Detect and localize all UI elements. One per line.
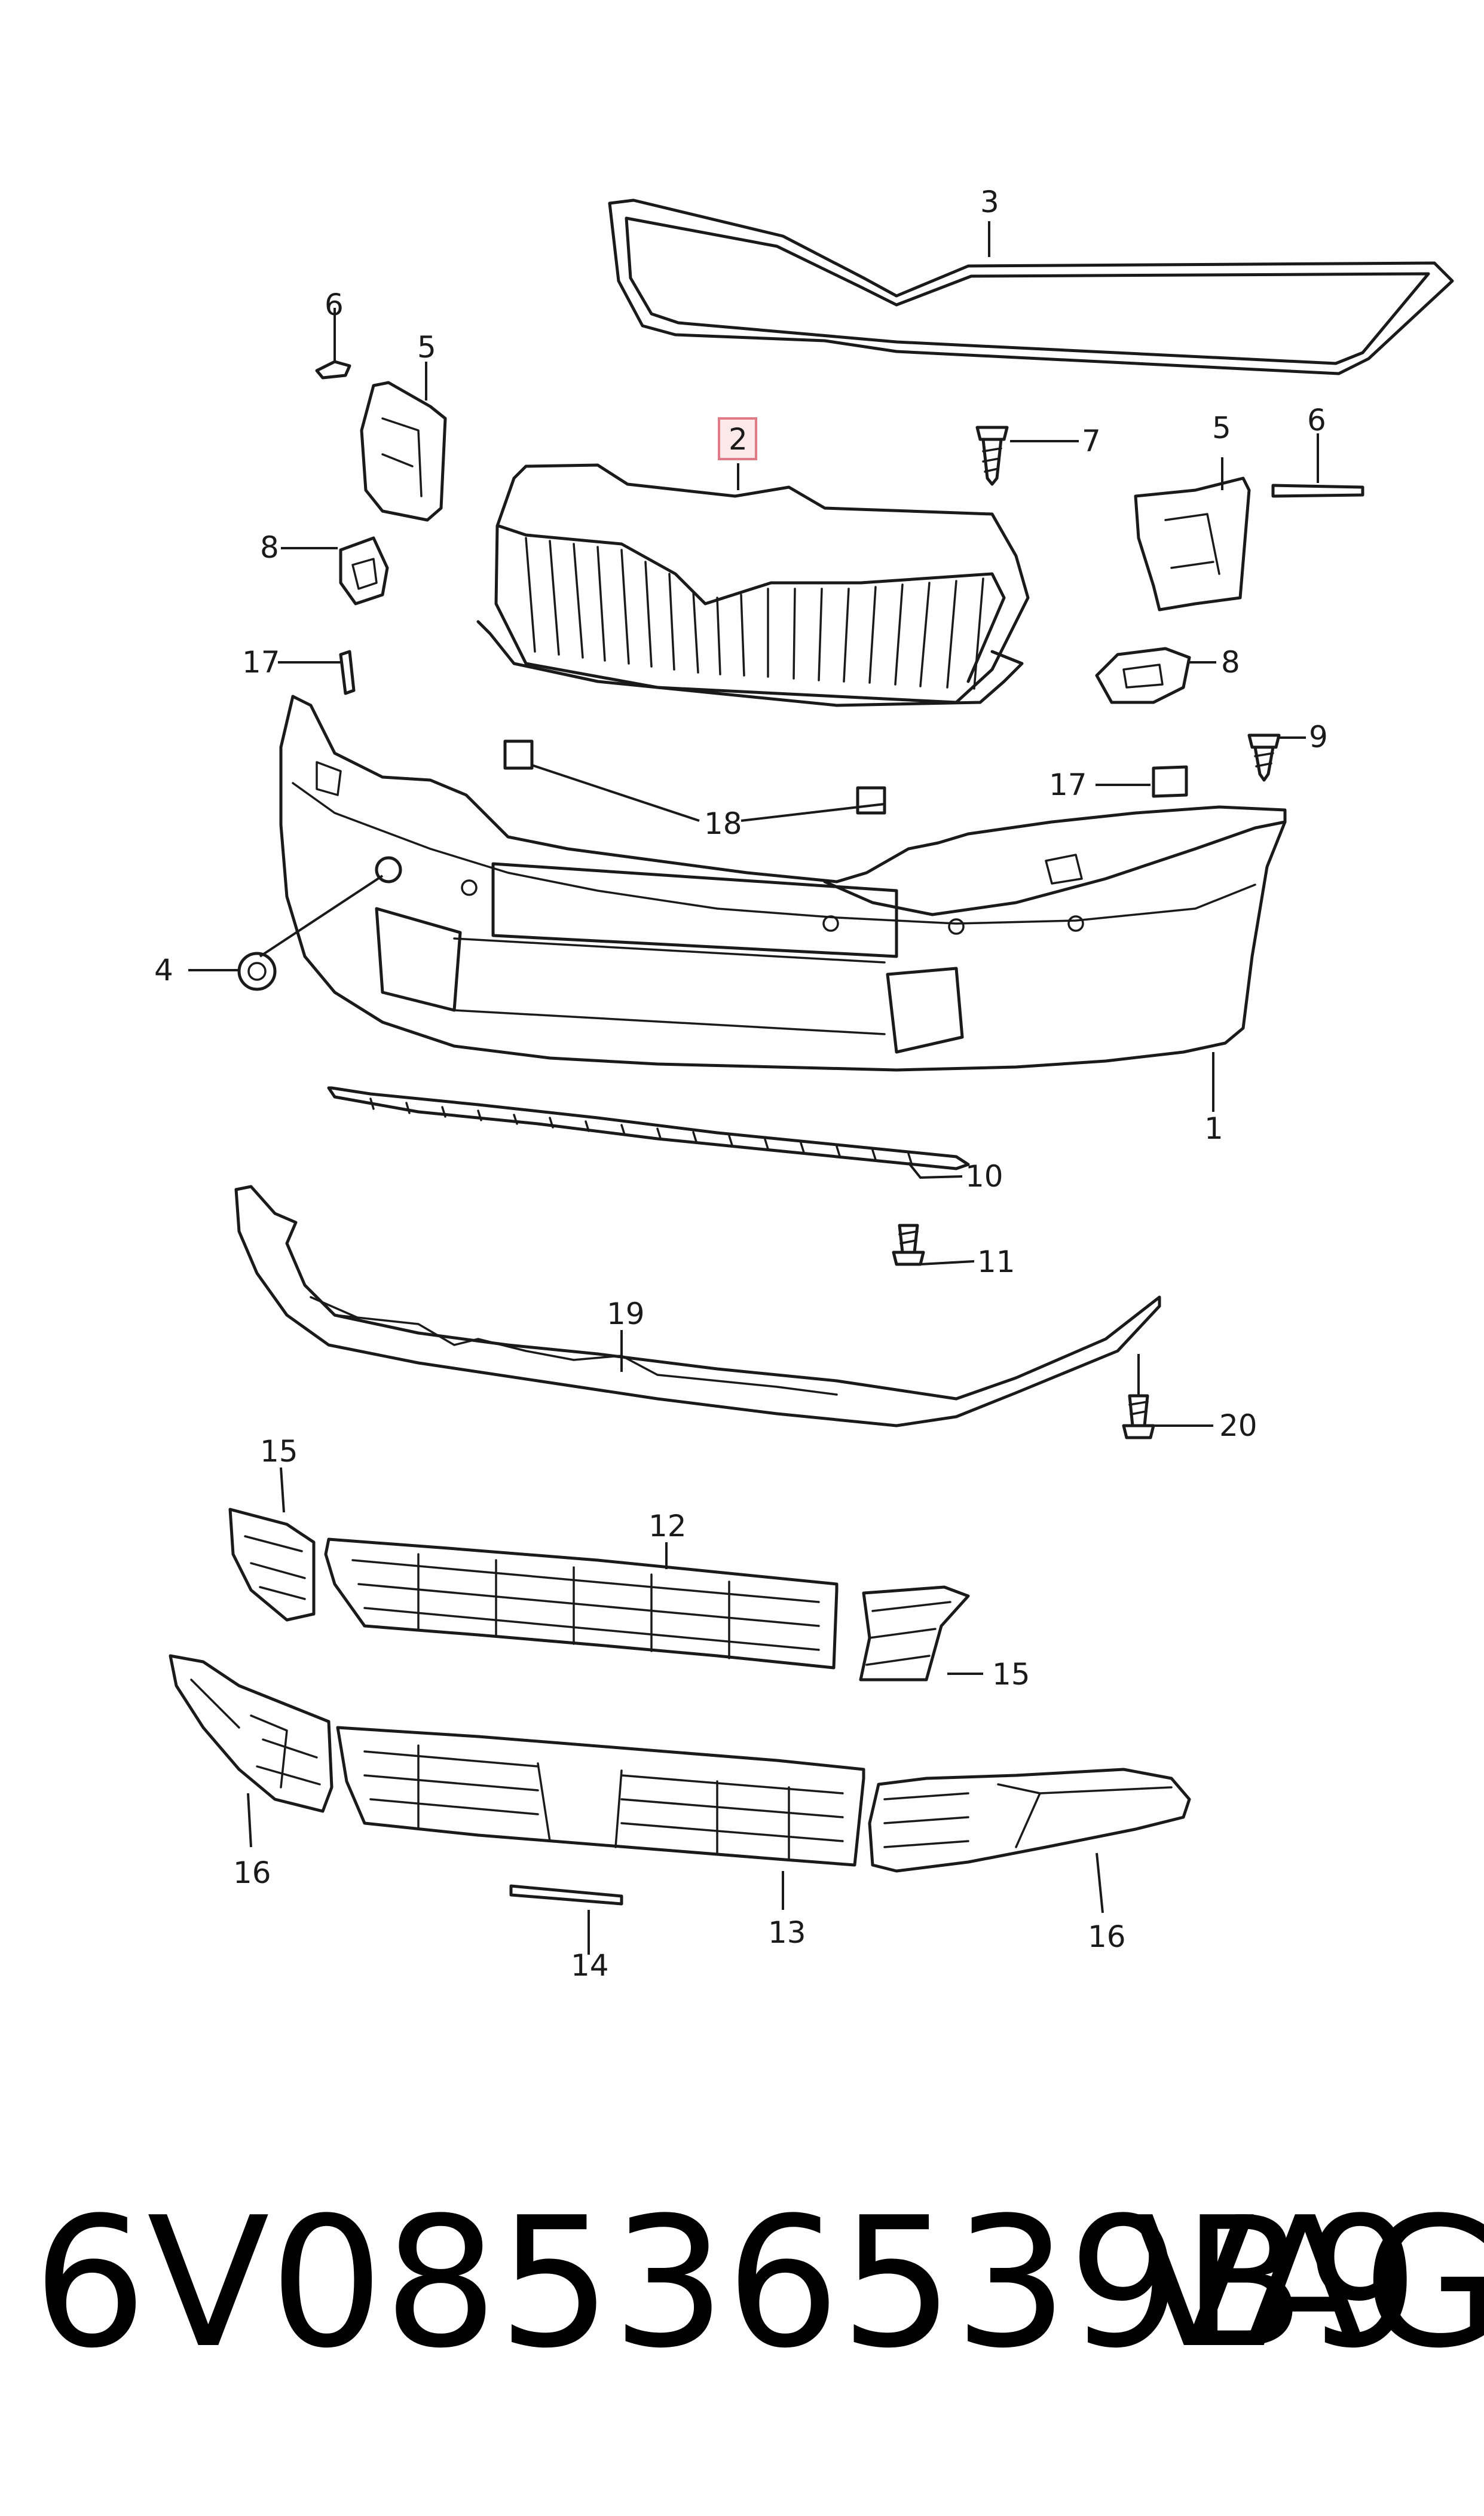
brand-label: VAG [1133, 2179, 1484, 2387]
callout-15-right: 15 [992, 1657, 1030, 1692]
callout-19: 19 [607, 1297, 645, 1331]
callout-5-left: 5 [417, 330, 436, 365]
callout-10: 10 [965, 1159, 1003, 1194]
part-spoiler-lip [234, 1185, 1161, 1427]
callout-17-right: 17 [1049, 768, 1087, 802]
part-insert-right [1095, 647, 1191, 704]
callout-7: 7 [1082, 424, 1101, 458]
callout-labels: 1 2 3 4 5 5 6 6 7 8 8 9 10 11 12 13 14 1… [154, 185, 1328, 1983]
part-bracket-right [1134, 476, 1251, 612]
part-bracket-left [360, 381, 447, 522]
part-clip-left [315, 360, 351, 380]
part-strip-14 [509, 1884, 623, 1906]
callout-18: 18 [704, 806, 742, 841]
callout-17-left: 17 [242, 645, 280, 680]
part-tow-cap [237, 952, 277, 991]
callout-14: 14 [571, 1948, 609, 1983]
part-clip-17-right [1152, 765, 1188, 798]
callout-16-right: 16 [1088, 1919, 1126, 1954]
part-clip-right [1271, 484, 1364, 498]
callout-3: 3 [980, 185, 999, 219]
grille-vertical-bars [525, 537, 984, 690]
part-small-grille-left [228, 1508, 316, 1622]
part-radiator-grille [476, 463, 1030, 707]
part-lower-grille [336, 1726, 865, 1867]
callout-15-left: 15 [260, 1434, 298, 1469]
callout-6-left: 6 [325, 288, 344, 322]
callout-2: 2 [729, 422, 748, 457]
part-insert-left [339, 536, 389, 606]
callout-4: 4 [154, 953, 173, 988]
callout-16-left: 16 [233, 1855, 271, 1890]
part-upper-mesh-grille [324, 1537, 839, 1670]
callout-8-right: 8 [1221, 645, 1240, 680]
callout-12: 12 [648, 1509, 687, 1543]
callout-8-left: 8 [260, 530, 279, 565]
leader-lines [188, 221, 1319, 1955]
callout-11: 11 [977, 1245, 1015, 1279]
callout-13: 13 [768, 1915, 806, 1950]
callout-6-right: 6 [1307, 403, 1326, 438]
part-screw-9 [1247, 733, 1281, 782]
part-clip-18-left [503, 739, 534, 770]
part-clip-18-right [856, 786, 886, 815]
part-screw-20 [1122, 1394, 1155, 1439]
callout-9: 9 [1309, 720, 1328, 754]
part-number-label: 6V08536539B9 [33, 2179, 1419, 2387]
part-small-grille-right [859, 1585, 970, 1682]
part-fog-trim-right [868, 1768, 1191, 1873]
part-screw-7 [975, 426, 1009, 486]
callout-1: 1 [1204, 1111, 1223, 1146]
part-grille-frame [608, 198, 1454, 375]
part-lower-strip [327, 1086, 970, 1170]
callout-5-right: 5 [1212, 411, 1231, 445]
callout-2-highlight [718, 417, 757, 460]
part-screw-11 [892, 1224, 925, 1266]
part-bumper-cover [279, 695, 1287, 1072]
callout-20: 20 [1219, 1408, 1257, 1443]
part-fog-trim-left [169, 1654, 333, 1813]
part-clip-17-left [339, 650, 356, 695]
